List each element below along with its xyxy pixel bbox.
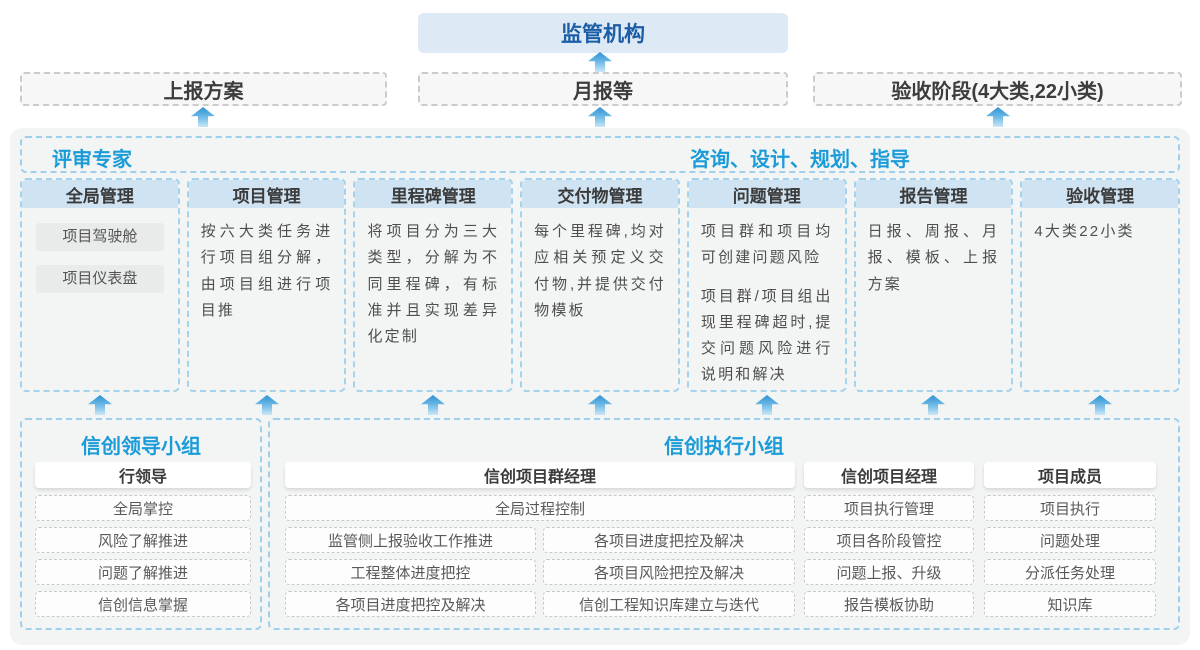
up-arrow-icon [588,52,612,72]
column-project-management: 项目管理 按六大类任务进行项目组分解，由项目组进行项目推 [186,178,347,392]
column-report-management: 报告管理 日报、周报、月报、模板、上报方案 [853,178,1014,392]
duty-item: 项目执行管理 [804,495,974,521]
duty-item: 全局掌控 [35,495,251,521]
duty-item: 问题处理 [984,527,1156,553]
project-manager-role-box: 信创项目经理 [804,462,974,488]
column-title: 问题管理 [688,180,845,208]
column-title: 里程碑管理 [355,180,512,208]
column-description: 项目群和项目均可创建问题风险 [700,223,833,267]
up-arrow-icon [986,107,1010,127]
module-columns: 全局管理 项目驾驶舱 项目仪表盘 项目管理 按六大类任务进行项目组分解，由项目组… [20,178,1181,392]
up-arrow-icon [588,107,612,127]
duty-item: 各项目风险把控及解决 [543,559,795,585]
column-description: 项目群/项目组出现里程碑超时,提交问题风险进行说明和解决 [700,287,833,384]
duty-item: 风险了解推进 [35,527,251,553]
column-issue-management: 问题管理 项目群和项目均可创建问题风险 项目群/项目组出现里程碑超时,提交问题风… [686,178,847,392]
cockpit-chip: 项目驾驶舱 [35,223,164,251]
duty-item: 监管侧上报验收工作推进 [285,527,536,553]
leadership-group: 信创领导小组 行领导 全局掌控 风险了解推进 问题了解推进 信创信息掌握 [20,418,262,630]
column-milestone-management: 里程碑管理 将项目分为三大类型，分解为不同里程碑，有标准并且实现差异化定制 [353,178,514,392]
duty-item: 报告模板协助 [804,591,974,617]
column-deliverable-management: 交付物管理 每个里程碑,均对应相关预定义交付物,并提供交付物模板 [520,178,680,392]
column-description: 4大类22小类 [1034,223,1135,240]
column-description: 按六大类任务进行项目组分解，由项目组进行项目推 [200,223,333,319]
up-arrow-icon [191,107,215,127]
column-body: 4大类22小类 [1022,208,1178,256]
duty-item: 各项目进度把控及解决 [285,591,536,617]
duty-item: 各项目进度把控及解决 [543,527,795,553]
column-description: 每个里程碑,均对应相关预定义交付物,并提供交付物模板 [534,223,666,319]
adviser-bar: 评审专家 咨询、设计、规划、指导 [20,136,1180,173]
column-body: 项目群和项目均可创建问题风险 项目群/项目组出现里程碑超时,提交问题风险进行说明… [689,208,845,390]
column-title: 项目管理 [188,180,345,208]
column-body: 将项目分为三大类型，分解为不同里程碑，有标准并且实现差异化定制 [355,208,511,361]
column-title: 报告管理 [855,180,1012,208]
duty-item: 工程整体进度把控 [285,559,536,585]
program-manager-role-box: 信创项目群经理 [285,462,795,488]
duty-item: 分派任务处理 [984,559,1156,585]
duty-item: 项目执行 [984,495,1156,521]
duty-item: 信创信息掌握 [35,591,251,617]
column-title: 验收管理 [1022,180,1179,208]
review-experts-label: 评审专家 [52,149,132,171]
duty-item: 信创工程知识库建立与迭代 [543,591,795,617]
regulator-box: 监管机构 [418,13,788,53]
consulting-label: 咨询、设计、规划、指导 [690,149,910,171]
execution-group: 信创执行小组 信创项目群经理 全局过程控制 监管侧上报验收工作推进 工程整体进度… [268,418,1180,630]
column-global-management: 全局管理 项目驾驶舱 项目仪表盘 [20,178,180,392]
monthly-report-box: 月报等 [418,72,788,106]
column-title: 全局管理 [22,180,178,208]
column-body: 项目驾驶舱 项目仪表盘 [22,208,178,318]
dashboard-chip: 项目仪表盘 [35,265,164,293]
report-plan-box: 上报方案 [20,72,387,106]
project-member-role-box: 项目成员 [984,462,1156,488]
platform-container: 评审专家 咨询、设计、规划、指导 全局管理 项目驾驶舱 项目仪表盘 项目管理 按… [10,128,1190,645]
duty-item: 问题了解推进 [35,559,251,585]
column-acceptance-management: 验收管理 4大类22小类 [1020,178,1181,392]
column-description: 日报、周报、月报、模板、上报方案 [867,223,1000,293]
column-body: 每个里程碑,均对应相关预定义交付物,并提供交付物模板 [522,208,678,335]
column-body: 日报、周报、月报、模板、上报方案 [856,208,1012,309]
acceptance-stage-box: 验收阶段(4大类,22小类) [813,72,1182,106]
column-description: 将项目分为三大类型，分解为不同里程碑，有标准并且实现差异化定制 [367,223,500,345]
duty-item: 问题上报、升级 [804,559,974,585]
bank-leader-role-box: 行领导 [35,462,251,488]
column-title: 交付物管理 [522,180,678,208]
duty-item: 全局过程控制 [285,495,795,521]
duty-item: 项目各阶段管控 [804,527,974,553]
leadership-group-title: 信创领导小组 [81,436,201,458]
column-body: 按六大类任务进行项目组分解，由项目组进行项目推 [189,208,345,335]
duty-item: 知识库 [984,591,1156,617]
execution-group-title: 信创执行小组 [664,436,784,458]
